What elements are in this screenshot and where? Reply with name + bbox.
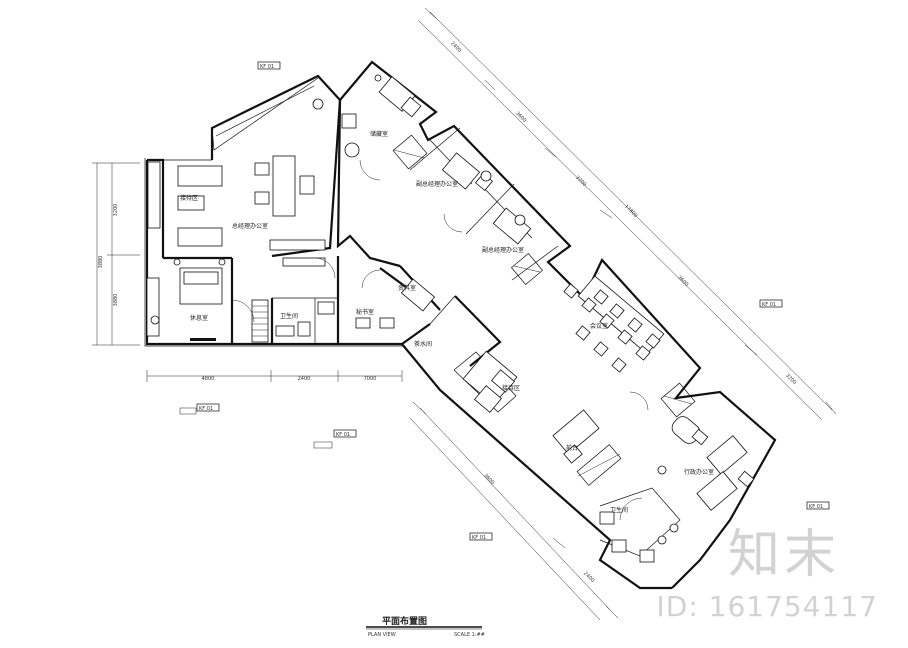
room-label-6: 储藏室 bbox=[370, 130, 388, 138]
watermark-id: ID: 161754117 bbox=[656, 590, 878, 623]
dim-h2: 2400 bbox=[298, 376, 311, 382]
dimension-bottom: 4800 2400 7000 bbox=[146, 370, 403, 382]
diagonal-block-lower bbox=[355, 267, 755, 590]
svg-text:KF 01: KF 01 bbox=[762, 302, 776, 308]
svg-text:KF 01: KF 01 bbox=[199, 406, 213, 412]
room-label-15: 卫生间 bbox=[610, 506, 628, 514]
room-label-8: 副总经理办公室 bbox=[482, 246, 524, 254]
svg-text:KF 01: KF 01 bbox=[260, 64, 274, 70]
room-label-5: 秘书室 bbox=[356, 308, 374, 316]
room-label-3: 休息室 bbox=[190, 314, 208, 322]
dim-d7: 2400 bbox=[582, 571, 595, 584]
room-label-2: 接待区 bbox=[180, 194, 198, 202]
dim-h1: 4800 bbox=[202, 376, 215, 382]
dim-v-total: 3880 bbox=[98, 256, 104, 269]
room-label-9: 会议室 bbox=[590, 322, 608, 330]
dim-h3: 7000 bbox=[364, 376, 377, 382]
tag-3: KF 01 bbox=[333, 429, 357, 438]
room-label-13: 资料室 bbox=[398, 284, 416, 292]
room-label-1: 总经理办公室 bbox=[232, 222, 268, 230]
elevation-tags: KF 01 KF 01 KF 01 KF 01 KF 01 KF 01 bbox=[179, 61, 830, 541]
tag-2: KF 01 bbox=[196, 403, 220, 412]
room-label-12: 茶水间 bbox=[414, 340, 432, 348]
dim-d5: 3200 bbox=[784, 373, 797, 386]
room-label-7: 副总经理办公室 bbox=[416, 180, 458, 188]
dim-d4: 3600 bbox=[676, 275, 689, 288]
diagonal-block-upper bbox=[336, 60, 777, 589]
tag-4: KF 01 bbox=[759, 299, 783, 308]
dim-v-bottom: 3880 bbox=[113, 294, 119, 307]
room-label-14: 行政办公室 bbox=[684, 468, 714, 476]
tag-5: KF 01 bbox=[806, 501, 830, 510]
left-block-furniture bbox=[146, 98, 336, 343]
svg-text:KF 01: KF 01 bbox=[336, 432, 350, 438]
svg-text:KF 01: KF 01 bbox=[472, 535, 486, 541]
title-text: 平面布置图 bbox=[382, 615, 427, 627]
dim-v-top: 3200 bbox=[113, 204, 119, 217]
room-label-11: 接待区 bbox=[502, 384, 520, 392]
dim-d6: 3600 bbox=[482, 473, 495, 486]
svg-text:KF 01: KF 01 bbox=[809, 504, 823, 510]
room-label-4: 卫生间 bbox=[280, 312, 298, 320]
dimension-left: 3880 3200 3880 bbox=[92, 162, 140, 346]
drawing-title: 平面布置图 PLAN VIEW SCALE 1:## bbox=[366, 615, 485, 638]
dim-d-long: 17800 bbox=[623, 204, 638, 219]
subtitle-right: SCALE 1:## bbox=[454, 632, 485, 638]
dim-d1: 2400 bbox=[449, 41, 462, 54]
watermark-logo: 知末 bbox=[727, 525, 840, 585]
tag-1: KF 01 bbox=[257, 61, 281, 70]
room-labels: 总经理办公室 接待区 休息室 卫生间 秘书室 储藏室 副总经理办公室 副总经理办… bbox=[180, 130, 714, 514]
room-label-10: 前台 bbox=[566, 444, 578, 452]
tag-6: KF 01 bbox=[469, 532, 493, 541]
subtitle-left: PLAN VIEW bbox=[368, 632, 396, 638]
